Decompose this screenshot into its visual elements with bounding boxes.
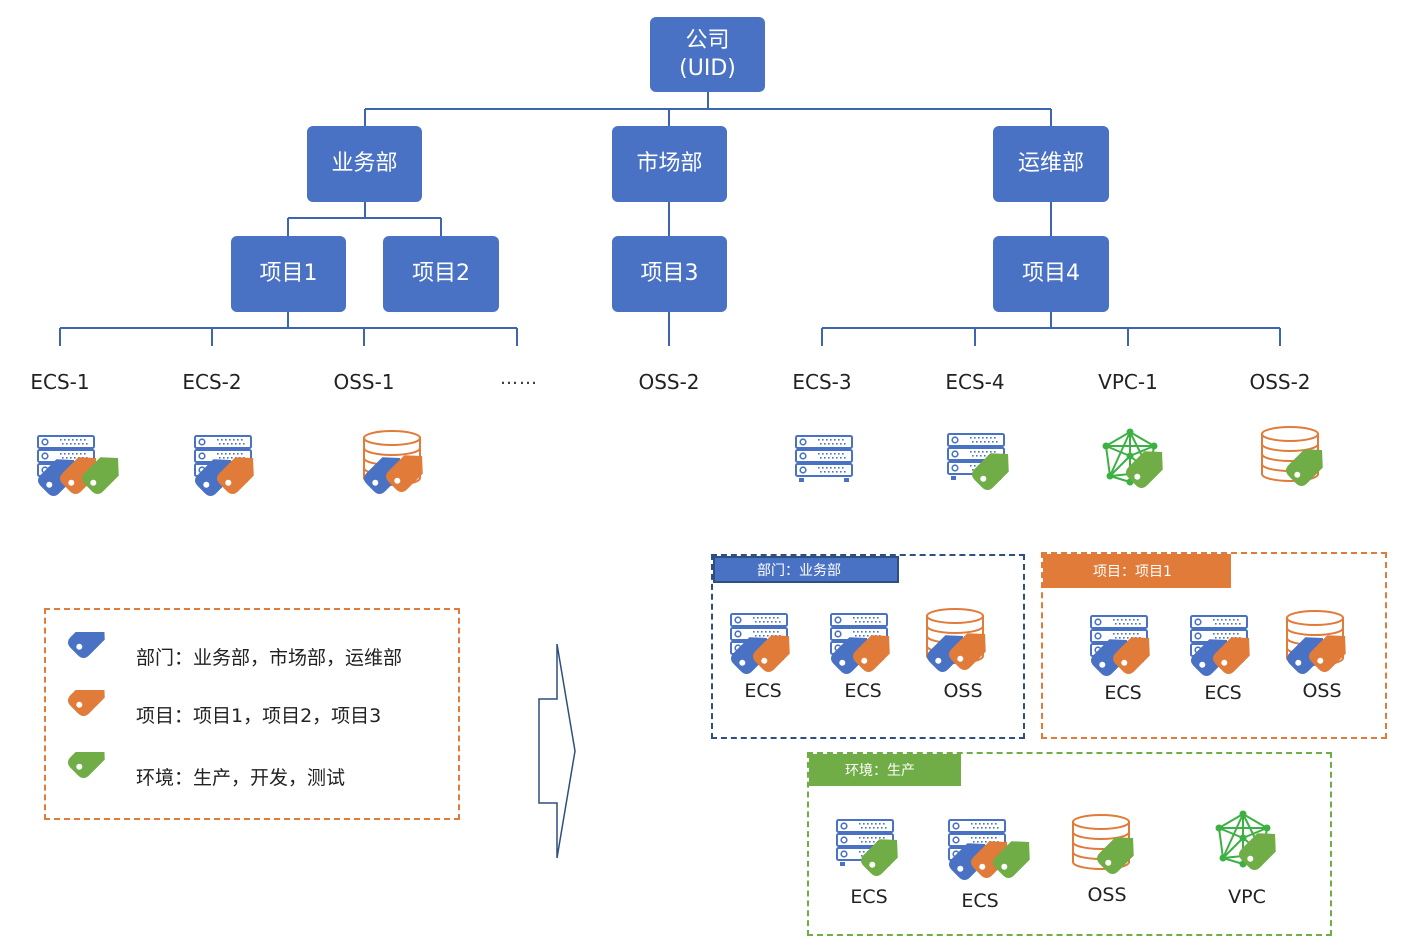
legend-text: 项目：项目1，项目2，项目3 (136, 704, 382, 727)
group-item-label: ECS (844, 680, 882, 702)
resource-label: ECS-1 (30, 370, 90, 394)
blue-tag-icon (67, 621, 112, 680)
department-node: 市场部 (612, 126, 727, 202)
project-node: 项目2 (383, 236, 499, 312)
group-item-label: OSS (1302, 680, 1342, 702)
group-project: 项目：项目1 ECS ECS OSS (1041, 552, 1387, 739)
legend-text: 环境：生产，开发，测试 (136, 766, 346, 789)
group-item-label: ECS (1204, 682, 1242, 704)
group-department: 部门：业务部 ECS ECS OSS (711, 554, 1025, 739)
green-tag-icon (67, 741, 112, 800)
resource-label: OSS-2 (1249, 370, 1311, 394)
group-project-title: 项目：项目1 (1043, 554, 1231, 588)
resource-label: ECS-4 (945, 370, 1005, 394)
database-icon (925, 608, 1021, 696)
group-department-title: 部门：业务部 (713, 556, 899, 583)
resource-label: OSS-1 (333, 370, 395, 394)
group-item-label: VPC (1228, 886, 1266, 908)
project-node: 项目3 (612, 236, 727, 312)
tag-legend: 部门：业务部，市场部，运维部 项目：项目1，项目2，项目3 环境：生产，开发，测… (44, 608, 460, 820)
resource-label: OSS-2 (638, 370, 700, 394)
server-icon (1089, 612, 1185, 700)
project-node: 项目4 (993, 236, 1109, 312)
server-icon (1189, 612, 1285, 700)
server-icon (729, 610, 825, 698)
network-icon (1213, 810, 1309, 898)
department-node: 业务部 (307, 126, 422, 202)
server-icon (36, 432, 132, 520)
server-icon (947, 816, 1043, 904)
legend-row-project: 项目：项目1，项目2，项目3 (67, 679, 382, 734)
group-environment: 环境：生产 ECS ECS OSS VPC (807, 752, 1332, 936)
group-item-label: ECS (744, 680, 782, 702)
group-item-label: OSS (943, 680, 983, 702)
legend-row-department: 部门：业务部，市场部，运维部 (67, 621, 403, 676)
database-icon (362, 430, 458, 518)
legend-text: 部门：业务部，市场部，运维部 (136, 646, 403, 669)
server-icon (829, 610, 925, 698)
network-icon (1100, 428, 1196, 516)
company-uid: (UID) (679, 55, 736, 81)
company-node: 公司 (UID) (650, 17, 765, 92)
department-node: 运维部 (993, 126, 1109, 202)
orange-tag-icon (67, 679, 112, 738)
resource-label: ECS-2 (182, 370, 242, 394)
more-resources: …… (500, 368, 538, 389)
company-name: 公司 (685, 27, 730, 53)
group-environment-title: 环境：生产 (809, 754, 961, 786)
database-icon (1260, 426, 1356, 514)
server-icon (794, 432, 890, 520)
database-icon (1285, 610, 1381, 698)
resource-label: ECS-3 (792, 370, 852, 394)
legend-row-environment: 环境：生产，开发，测试 (67, 741, 346, 796)
server-icon (946, 430, 1042, 518)
group-item-label: ECS (961, 890, 999, 912)
group-item-label: OSS (1087, 884, 1127, 906)
database-icon (1071, 814, 1167, 902)
group-item-label: ECS (850, 886, 888, 908)
arrow-right-icon (538, 643, 576, 859)
project-node: 项目1 (231, 236, 346, 312)
server-icon (193, 432, 289, 520)
resource-label: VPC-1 (1098, 370, 1158, 394)
group-item-label: ECS (1104, 682, 1142, 704)
server-icon (835, 816, 931, 904)
